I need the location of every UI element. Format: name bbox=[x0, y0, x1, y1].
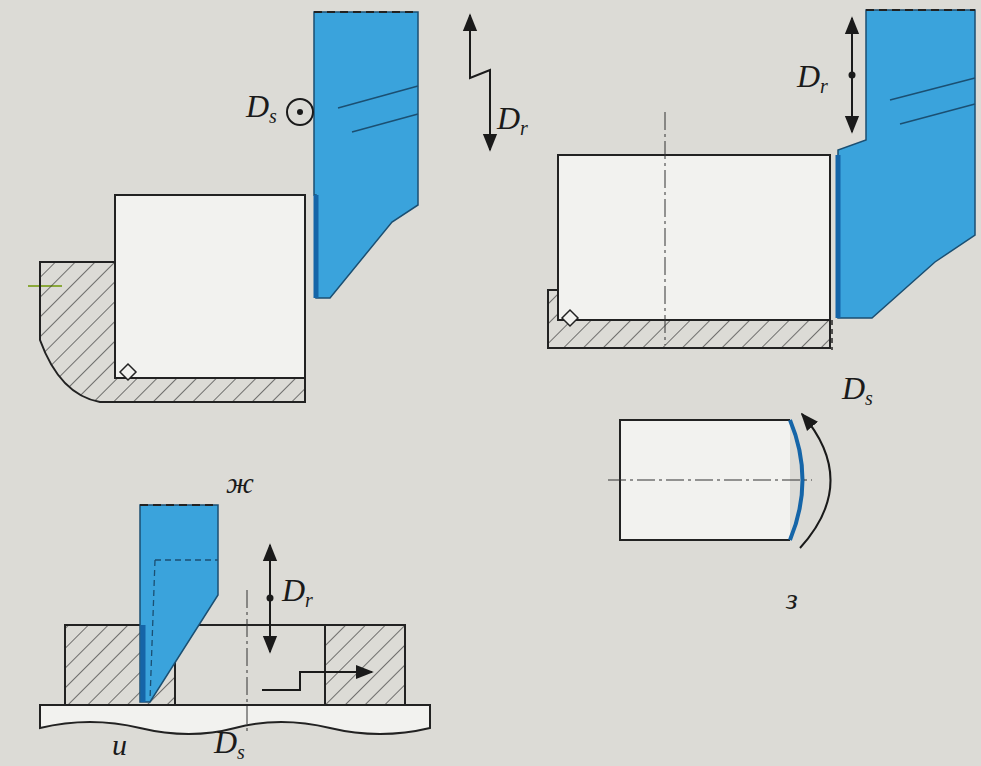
motion-symbol: Dr bbox=[282, 574, 313, 610]
key bbox=[562, 310, 578, 326]
figure-letter: з bbox=[786, 584, 798, 614]
motion-symbol: Ds bbox=[214, 726, 245, 762]
feed-arrow bbox=[262, 672, 372, 690]
shank-line bbox=[338, 86, 418, 108]
cutting-edge bbox=[141, 625, 146, 702]
planing-cutter bbox=[314, 12, 418, 298]
shank-line bbox=[900, 104, 975, 124]
axis-line bbox=[665, 112, 666, 345]
feed-symbol bbox=[297, 109, 303, 115]
key bbox=[120, 364, 136, 380]
motion-symbol: Dr bbox=[797, 60, 828, 96]
shank-line bbox=[890, 78, 975, 100]
workpiece bbox=[115, 195, 305, 378]
figure-letter: и bbox=[112, 730, 127, 760]
break-line bbox=[314, 11, 418, 13]
break-line bbox=[140, 504, 218, 506]
panel-zh bbox=[40, 12, 490, 402]
motion-dot bbox=[267, 595, 274, 602]
cutting-edge bbox=[836, 155, 841, 318]
hidden-line bbox=[155, 559, 218, 560]
rotation-arrow bbox=[800, 414, 831, 548]
feed-symbol bbox=[287, 99, 313, 125]
motion-symbol: Ds bbox=[246, 90, 277, 126]
axis-line bbox=[247, 590, 248, 735]
slotting-cutter bbox=[140, 505, 218, 702]
hidden-line bbox=[831, 320, 833, 350]
axis-line bbox=[608, 480, 812, 481]
motion-symbol: Dr bbox=[497, 102, 528, 138]
workpiece bbox=[558, 155, 830, 320]
figure-letter: ж bbox=[226, 468, 254, 498]
panel-z bbox=[548, 10, 975, 548]
motion-dot bbox=[849, 72, 856, 79]
motion-arrow bbox=[470, 15, 490, 150]
workpiece-section bbox=[325, 625, 405, 705]
motion-symbol: Ds bbox=[842, 372, 873, 408]
break-line bbox=[866, 9, 975, 11]
planing-cutter bbox=[838, 10, 975, 318]
cutting-edge bbox=[314, 195, 319, 298]
shank-line bbox=[352, 114, 418, 132]
hidden-line bbox=[150, 560, 155, 700]
panel-i bbox=[40, 505, 430, 735]
